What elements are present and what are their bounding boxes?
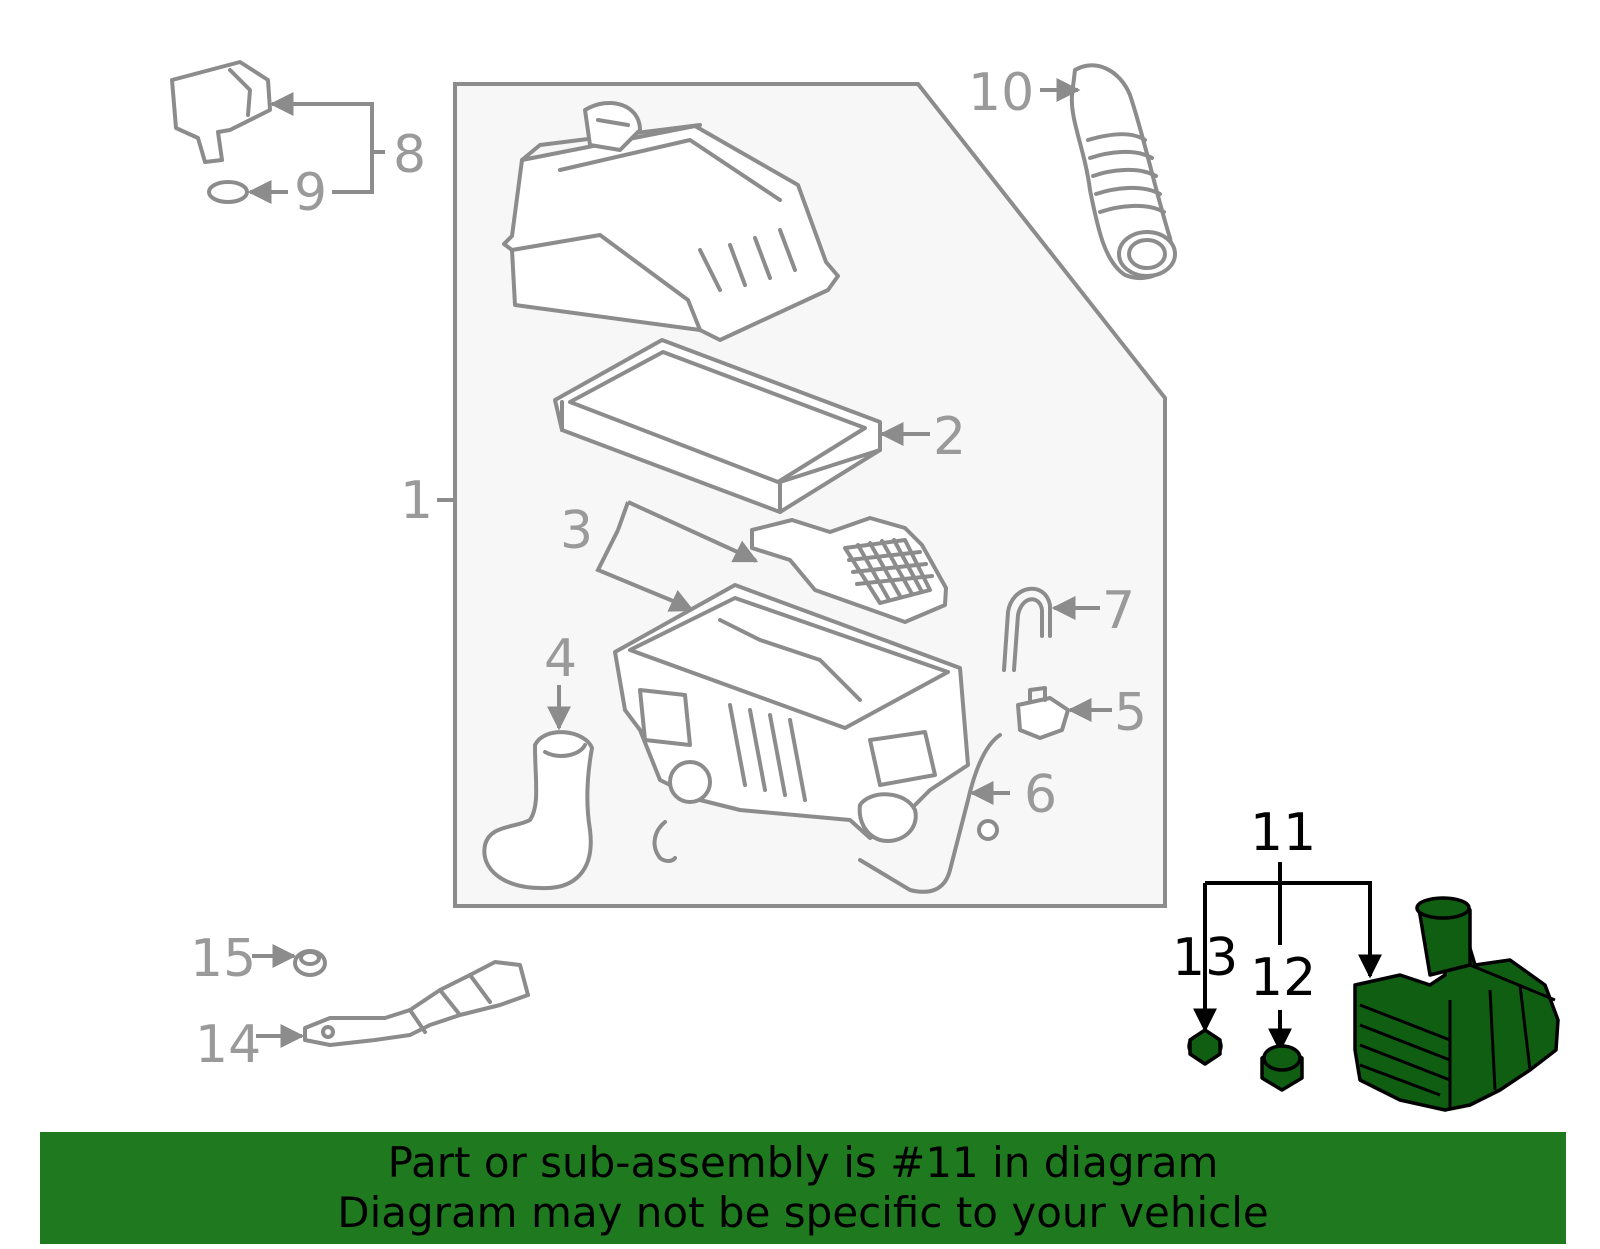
bracket-grommet [293,949,327,977]
callout-4: 4 [544,629,577,689]
vacuum-hose [858,733,1002,894]
intake-bellows-hose [1069,63,1177,281]
callout-9: 9 [294,163,327,223]
breather-tube [1002,586,1052,672]
breather-tube-inner [1012,597,1044,672]
callout-13: 13 [1172,928,1238,988]
callout-8: 8 [393,125,426,185]
callout-6: 6 [1024,765,1057,825]
plug-12 [1260,1044,1304,1092]
callout-3: 3 [560,501,593,561]
info-banner: Part or sub-assembly is #11 in diagram D… [40,1132,1566,1244]
callout-5: 5 [1114,683,1147,743]
plug-13 [1187,1028,1223,1066]
air-box-upper-cover [502,100,840,342]
mounting-bracket [303,960,530,1047]
intake-sensor [1016,686,1070,740]
map-sensor [170,60,272,164]
callout-11: 11 [1250,803,1316,863]
callout-10: 10 [968,63,1034,123]
lead-8 [272,102,374,194]
air-duct-elbow [482,730,594,891]
air-filter-element [553,338,882,514]
callout-7: 7 [1102,581,1135,641]
lead-11-bracket [1203,862,1372,1022]
clip [652,820,677,863]
air-box-lower-case [613,583,970,843]
callout-2: 2 [933,407,966,467]
banner-line-2: Diagram may not be specific to your vehi… [337,1188,1269,1237]
inlet-duct-piece [750,516,948,624]
o-ring [207,180,249,204]
callout-14: 14 [195,1015,261,1075]
arrow-3a [731,540,759,563]
banner-line-1: Part or sub-assembly is #11 in diagram [387,1138,1219,1187]
callout-12: 12 [1250,948,1316,1008]
resonator-assembly [1353,896,1560,1112]
callout-15: 15 [190,929,256,989]
grommet [977,819,999,841]
lead-3-bracket [595,501,691,610]
callout-1: 1 [400,471,433,531]
